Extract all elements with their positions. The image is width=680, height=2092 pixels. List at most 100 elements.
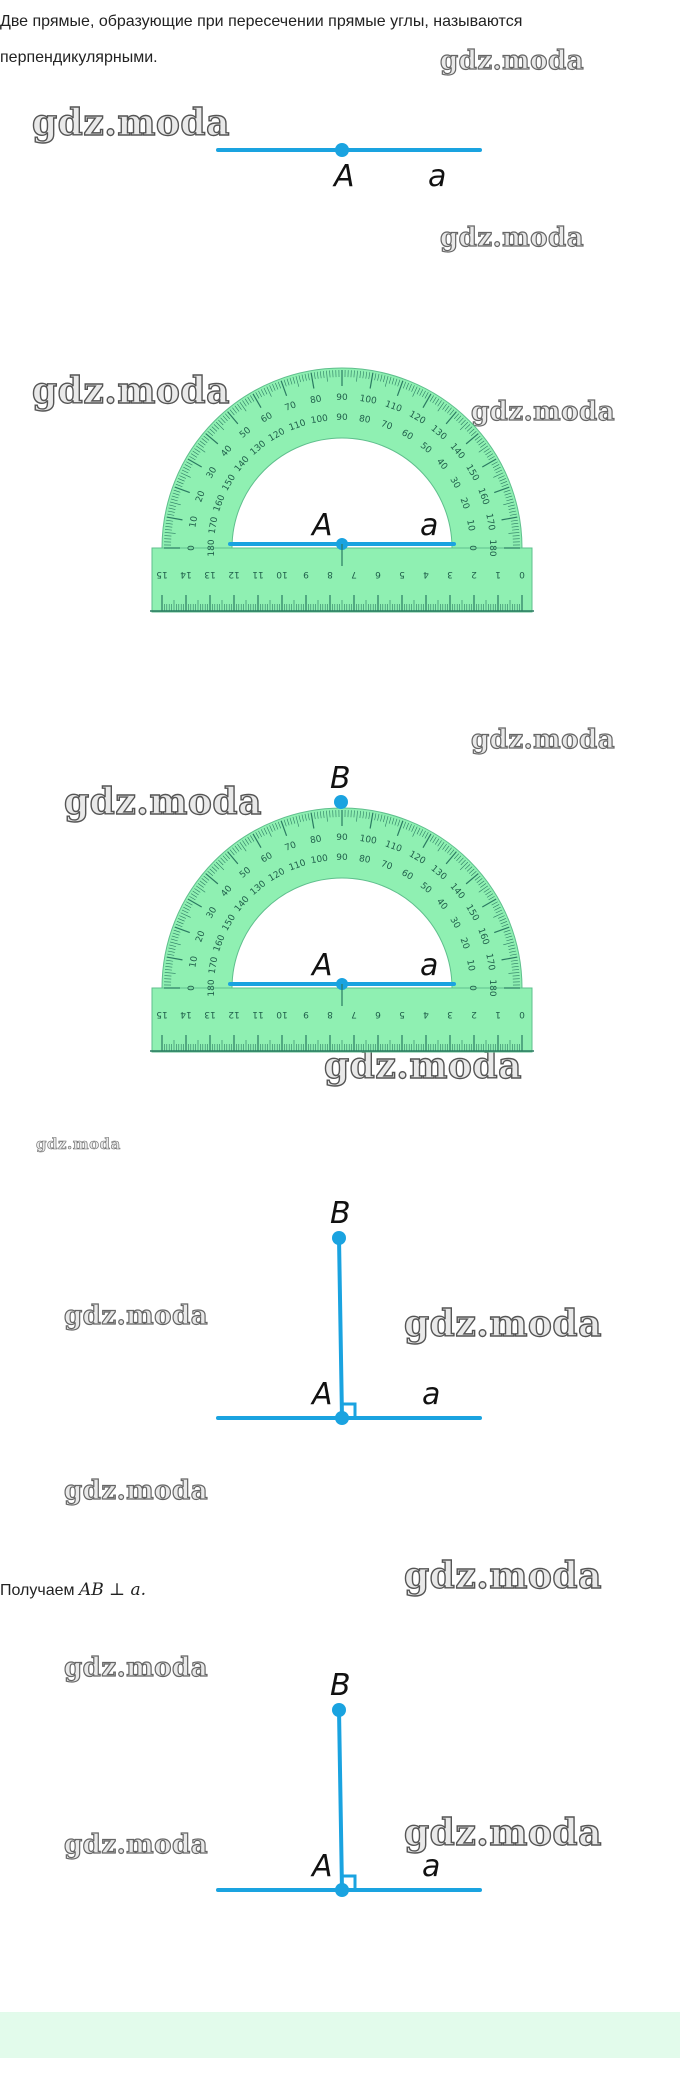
- watermark: gdz.moda: [470, 725, 616, 755]
- watermark: gdz.moda: [439, 46, 585, 76]
- watermark: gdz.moda: [323, 1045, 522, 1087]
- svg-text:1: 1: [495, 1009, 501, 1019]
- figure-perpendicular-result: B A a: [216, 1668, 482, 1897]
- right-angle-mark: [342, 1402, 357, 1418]
- svg-text:15: 15: [156, 1009, 167, 1019]
- svg-text:20: 20: [458, 496, 471, 510]
- svg-text:180: 180: [207, 539, 217, 556]
- svg-text:80: 80: [358, 414, 371, 426]
- label-point-b: B: [330, 1668, 351, 1703]
- svg-text:0: 0: [187, 545, 197, 551]
- watermark: gdz.moda: [63, 1476, 209, 1506]
- segment-ab: [337, 1708, 344, 1892]
- svg-text:100: 100: [359, 834, 378, 847]
- label-line-a: a: [422, 1377, 440, 1412]
- svg-text:80: 80: [309, 834, 322, 846]
- svg-text:15: 15: [156, 569, 167, 579]
- protractor: 1801701601501401301201101009080706050403…: [150, 367, 534, 613]
- bottom-bar: [0, 2012, 680, 2058]
- svg-text:3: 3: [447, 1009, 453, 1019]
- svg-text:70: 70: [379, 859, 393, 872]
- svg-text:6: 6: [375, 1009, 381, 1019]
- svg-text:90: 90: [336, 393, 348, 403]
- svg-text:170: 170: [483, 953, 496, 972]
- svg-text:20: 20: [194, 929, 207, 943]
- point-b-dot: [334, 795, 348, 809]
- watermark: gdz.moda: [403, 1812, 602, 1854]
- point-a-dot: [335, 143, 349, 157]
- svg-text:100: 100: [310, 854, 329, 867]
- watermark: gdz.moda: [403, 1303, 602, 1345]
- svg-text:170: 170: [208, 956, 221, 975]
- label-line-a: a: [420, 508, 438, 543]
- svg-text:11: 11: [252, 569, 263, 579]
- svg-text:20: 20: [194, 489, 207, 503]
- svg-text:7: 7: [351, 569, 357, 579]
- svg-text:13: 13: [204, 1009, 215, 1019]
- figure-perpendicular: B A a: [216, 1196, 482, 1425]
- svg-text:0: 0: [467, 985, 477, 991]
- watermark: gdz.moda: [63, 1653, 209, 1683]
- result-formula: AB ⊥ a.: [78, 1580, 147, 1600]
- figure-protractor: 1801701601501401301201101009080706050403…: [150, 367, 534, 613]
- watermark: gdz.moda: [63, 1830, 209, 1860]
- svg-text:20: 20: [458, 936, 471, 950]
- svg-text:14: 14: [180, 569, 192, 579]
- svg-text:6: 6: [375, 569, 381, 579]
- label-point-b: B: [330, 761, 351, 796]
- figure-line-a: A a: [216, 143, 482, 194]
- figure-protractor-with-b: 1801701601501401301201101009080706050403…: [150, 761, 534, 1053]
- svg-text:4: 4: [423, 569, 429, 579]
- watermark: gdz.moda: [31, 102, 230, 144]
- svg-text:100: 100: [359, 394, 378, 407]
- svg-text:3: 3: [447, 569, 453, 579]
- svg-text:180: 180: [487, 539, 497, 556]
- svg-text:4: 4: [423, 1009, 429, 1019]
- svg-text:12: 12: [228, 569, 239, 579]
- svg-text:70: 70: [284, 840, 298, 853]
- svg-text:2: 2: [471, 1009, 477, 1019]
- point-b-dot: [332, 1703, 346, 1717]
- svg-text:0: 0: [187, 985, 197, 991]
- svg-text:70: 70: [284, 400, 298, 413]
- point-a-dot: [335, 1883, 349, 1897]
- svg-text:7: 7: [351, 1009, 357, 1019]
- svg-text:180: 180: [487, 979, 497, 996]
- svg-text:2: 2: [471, 569, 477, 579]
- result-text: Получаем AB ⊥ a.: [0, 1578, 146, 1603]
- svg-text:10: 10: [276, 1009, 288, 1019]
- svg-text:11: 11: [252, 1009, 263, 1019]
- svg-text:170: 170: [483, 513, 496, 532]
- svg-text:0: 0: [519, 1009, 525, 1019]
- point-b-dot: [332, 1231, 346, 1245]
- svg-text:100: 100: [310, 414, 329, 427]
- svg-text:8: 8: [327, 1009, 333, 1019]
- segment-ab: [337, 1236, 344, 1420]
- svg-text:10: 10: [188, 955, 200, 968]
- svg-text:10: 10: [464, 519, 476, 532]
- watermark: gdz.moda: [31, 370, 230, 412]
- svg-text:12: 12: [228, 1009, 239, 1019]
- label-line-a: a: [420, 948, 438, 983]
- watermark: gdz.moda: [63, 781, 262, 823]
- svg-text:90: 90: [336, 833, 348, 843]
- result-prefix: Получаем: [0, 1582, 75, 1599]
- svg-text:70: 70: [379, 419, 393, 432]
- svg-text:1: 1: [495, 569, 501, 579]
- protractor: 1801701601501401301201101009080706050403…: [150, 807, 534, 1053]
- right-angle-mark: [342, 1874, 357, 1890]
- label-point-a: A: [332, 159, 355, 194]
- svg-text:180: 180: [207, 979, 217, 996]
- label-line-a: a: [428, 159, 446, 194]
- watermark: gdz.moda: [36, 1135, 121, 1153]
- point-a-dot: [335, 1411, 349, 1425]
- svg-text:10: 10: [276, 569, 288, 579]
- watermark: gdz.moda: [403, 1555, 602, 1597]
- label-point-a: A: [310, 1377, 333, 1412]
- svg-text:80: 80: [358, 854, 371, 866]
- svg-text:5: 5: [399, 1009, 405, 1019]
- svg-text:13: 13: [204, 569, 215, 579]
- watermark: gdz.moda: [470, 397, 616, 427]
- svg-text:170: 170: [208, 516, 221, 535]
- watermark: gdz.moda: [439, 223, 585, 253]
